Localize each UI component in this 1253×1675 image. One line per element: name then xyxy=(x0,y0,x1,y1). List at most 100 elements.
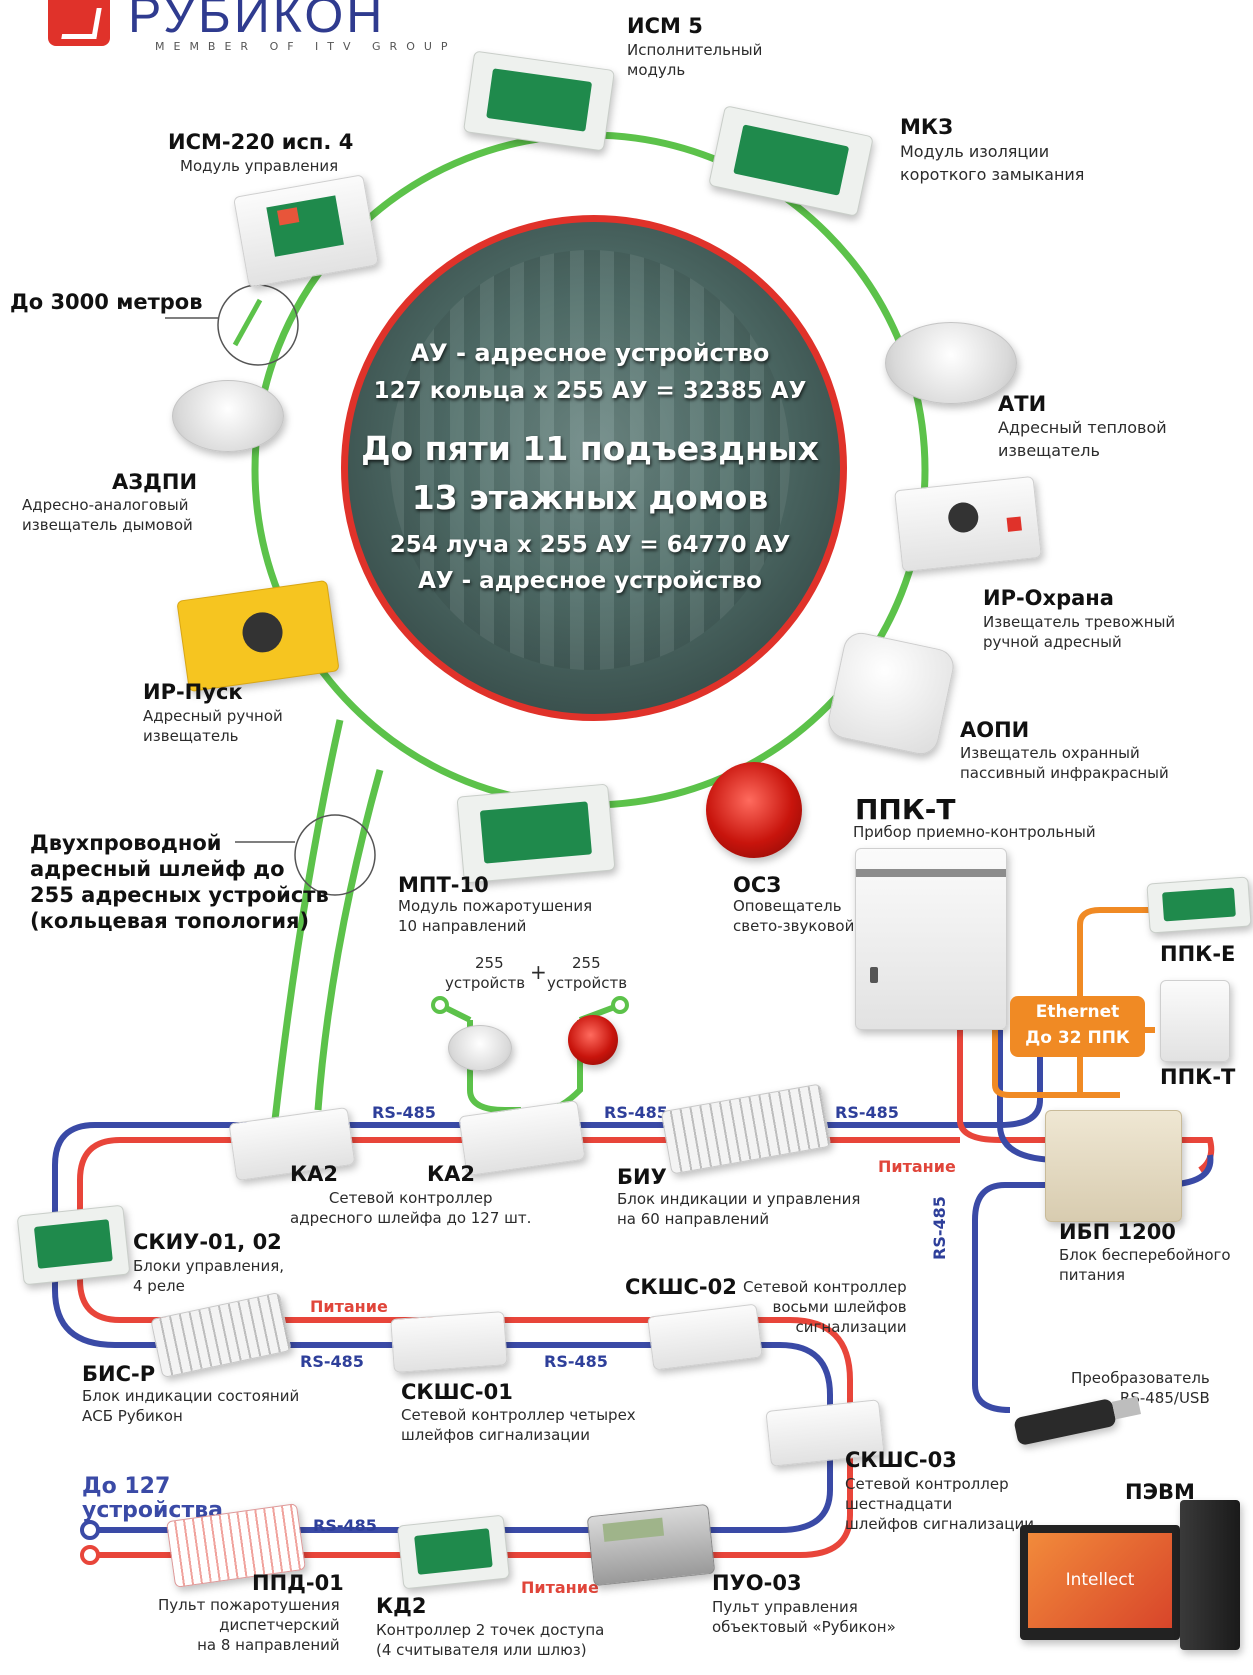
distance-mark xyxy=(232,298,263,347)
ism5-desc: Исполнительный модуль xyxy=(627,41,763,79)
puo03-device xyxy=(586,1503,716,1587)
skiu-device xyxy=(16,1204,131,1286)
converter-desc: Преобразователь RS-485/USB xyxy=(1071,1369,1210,1407)
bis-r-title: БИС-Р xyxy=(82,1362,156,1386)
ppk-t-desc: Прибор приемно-контрольный xyxy=(853,823,1096,841)
brand-logo xyxy=(48,0,110,46)
up-to-127-label: До 127 устройства xyxy=(82,1474,223,1523)
ir-pusk-title: ИР-Пуск xyxy=(143,680,243,704)
skiu-title: СКИУ-01, 02 xyxy=(133,1230,282,1254)
rs485-label-5: RS-485 xyxy=(544,1352,608,1371)
ibp-title: ИБП 1200 xyxy=(1059,1220,1176,1244)
branch-left-unit: устройств xyxy=(445,974,526,992)
ppk-e-title: ППК-Е xyxy=(1160,942,1236,966)
ppd01-title: ППД-01 xyxy=(252,1571,344,1595)
ism220-title: ИСМ-220 исп. 4 xyxy=(168,130,354,154)
puo03-title: ПУО-03 xyxy=(712,1571,802,1595)
loop-feed-right xyxy=(314,769,384,1111)
center-line6: АУ - адресное устройство xyxy=(418,568,762,594)
rs485-label-3: RS-485 xyxy=(835,1103,899,1122)
biu-title: БИУ xyxy=(617,1165,667,1189)
loop-feed-left xyxy=(271,719,344,1121)
mkz-desc: Модуль изоляции короткого замыкания xyxy=(900,142,1085,184)
ati-title: АТИ xyxy=(998,392,1047,416)
loop-label: Двухпроводной адресный шлейф до 255 адре… xyxy=(30,831,329,933)
mpt10-desc: Модуль пожаротушения 10 направлений xyxy=(398,897,593,935)
branch-detector xyxy=(448,1025,512,1071)
pevm-monitor: Intellect xyxy=(1020,1525,1180,1640)
pevm-tower xyxy=(1180,1500,1240,1650)
center-line2: 127 кольца х 255 АУ = 32385 АУ xyxy=(373,378,807,404)
osz-desc: Оповещатель свето-звуковой xyxy=(733,897,855,935)
rs485-label-4: RS-485 xyxy=(300,1352,364,1371)
ibp-device xyxy=(1045,1110,1182,1222)
branch-right-count: 255 xyxy=(572,954,601,972)
ism220-desc: Модуль управления xyxy=(180,157,339,175)
biu-desc: Блок индикации и управления на 60 направ… xyxy=(617,1190,861,1228)
ism5-title: ИСМ 5 xyxy=(627,14,703,38)
skshs03-desc: Сетевой контроллер шестнадцати шлейфов с… xyxy=(845,1475,1034,1533)
branch-plus: + xyxy=(530,960,547,984)
loop-callout-circle xyxy=(294,814,376,896)
mpt10-device xyxy=(456,783,616,884)
ati-desc: Адресный тепловой извещатель xyxy=(998,418,1167,460)
pevm-screen: Intellect xyxy=(1028,1533,1172,1628)
branch-left-count: 255 xyxy=(475,954,504,972)
ati-device xyxy=(885,322,1017,404)
center-line4: 13 этажных домов xyxy=(411,478,769,517)
brand-name: РУБИКОН xyxy=(128,0,386,43)
ibp-desc: Блок бесперебойного питания xyxy=(1059,1246,1231,1284)
bis-r-desc: Блок индикации состояний АСБ Рубикон xyxy=(82,1387,300,1425)
branch-sounder xyxy=(568,1015,618,1065)
ppk-t-device xyxy=(855,848,1007,1030)
ir-ohrana-device xyxy=(894,475,1042,573)
azdpi-device xyxy=(172,380,284,452)
skshs01-desc: Сетевой контроллер четырех шлейфов сигна… xyxy=(401,1406,636,1444)
ka2-title-1: КА2 xyxy=(290,1162,339,1186)
skshs01-device xyxy=(390,1311,508,1373)
power-label-3: Питание xyxy=(521,1578,599,1597)
osz-device xyxy=(706,762,802,858)
skshs03-title: СКШС-03 xyxy=(845,1448,957,1472)
branch-node-right xyxy=(611,996,629,1014)
rs485-label-2: RS-485 xyxy=(604,1103,668,1122)
ethernet-label: Ethernet xyxy=(1035,1002,1120,1022)
center-buildings xyxy=(390,250,790,670)
ppk-e-device xyxy=(1146,876,1252,934)
center-circle xyxy=(341,215,847,721)
brand-tagline: MEMBER OF ITV GROUP xyxy=(155,40,457,53)
ka2-title-2: КА2 xyxy=(427,1162,476,1186)
branch-node-left xyxy=(431,996,449,1014)
skshs01-title: СКШС-01 xyxy=(401,1380,513,1404)
skiu-desc: Блоки управления, 4 реле xyxy=(133,1257,285,1295)
power-label-1: Питание xyxy=(878,1157,956,1176)
mkz-title: МКЗ xyxy=(900,115,953,139)
azdpi-title: АЗДПИ xyxy=(112,470,198,494)
rs485-label-6: RS-485 xyxy=(313,1516,377,1535)
ir-pusk-desc: Адресный ручной извещатель xyxy=(143,707,283,745)
osz-title: ОСЗ xyxy=(733,873,782,897)
skshs02-desc: Сетевой контроллер восьми шлейфов сигнал… xyxy=(743,1278,907,1336)
bus-end-red xyxy=(80,1545,100,1565)
branch-right-unit: устройств xyxy=(547,974,628,992)
ka2-desc: Сетевой контроллер адресного шлейфа до 1… xyxy=(290,1189,532,1227)
ethernet-badge: Ethernet До 32 ППК xyxy=(1010,996,1145,1057)
kd2-desc: Контроллер 2 точек доступа (4 считывател… xyxy=(376,1621,605,1659)
azdpi-desc: Адресно-аналоговый извещатель дымовой xyxy=(22,496,193,534)
ppk-t-title: ППК-Т xyxy=(855,793,956,826)
kd2-device xyxy=(396,1514,511,1590)
ppk-t2-title: ППК-Т xyxy=(1160,1065,1236,1089)
mpt10-title: МПТ-10 xyxy=(398,873,489,897)
kd2-title: КД2 xyxy=(376,1594,427,1618)
intellect-logo-text: Intellect xyxy=(1065,1570,1135,1590)
ppk-t2-device xyxy=(1160,980,1230,1062)
skshs02-title: СКШС-02 xyxy=(625,1275,737,1299)
power-label-2: Питание xyxy=(310,1297,388,1316)
aopi-desc: Извещатель охранный пассивный инфракрасн… xyxy=(960,744,1169,782)
aopi-device xyxy=(825,629,957,758)
ir-ohrana-desc: Извещатель тревожный ручной адресный xyxy=(983,613,1176,651)
rs485-label-vertical: RS-485 xyxy=(930,1196,949,1260)
distance-label: До 3000 метров xyxy=(10,290,203,314)
ppd01-desc: Пульт пожаротушения диспетчерский на 8 н… xyxy=(158,1596,340,1654)
center-line5: 254 луча х 255 АУ = 64770 АУ xyxy=(389,532,791,558)
